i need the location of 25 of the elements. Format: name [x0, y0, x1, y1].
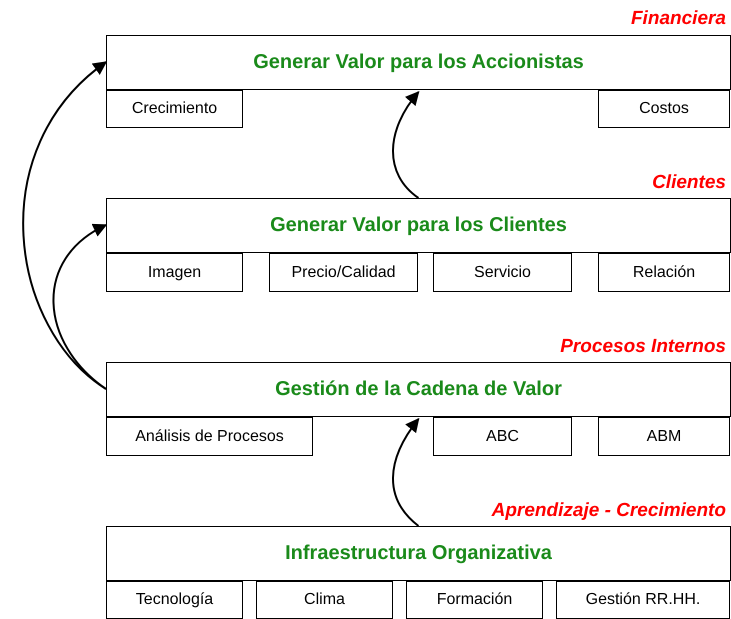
arrow — [52, 224, 108, 390]
perspective-heading: Financiera — [630, 8, 726, 30]
factor-box: Costos — [598, 90, 730, 128]
objective-title: Gestión de la Cadena de Valor — [275, 378, 562, 401]
factor-box: Relación — [598, 253, 730, 292]
factor-box: Formación — [406, 581, 543, 619]
perspective-heading: Procesos Internos — [560, 336, 726, 358]
perspective-heading: Aprendizaje - Crecimiento — [492, 500, 726, 522]
factor-box: Análisis de Procesos — [106, 417, 313, 456]
factor-box: Tecnología — [106, 581, 243, 619]
arrow — [22, 61, 108, 390]
arrow — [392, 90, 420, 199]
factor-box: Precio/Calidad — [269, 253, 418, 292]
objective-title: Generar Valor para los Accionistas — [253, 51, 584, 74]
factor-box: Servicio — [433, 253, 572, 292]
factor-box: Crecimiento — [106, 90, 243, 128]
factor-box: Clima — [256, 581, 393, 619]
arrow — [392, 418, 420, 527]
factor-box: Imagen — [106, 253, 243, 292]
perspective-heading: Clientes — [652, 172, 726, 194]
factor-box: ABM — [598, 417, 730, 456]
objective-title: Infraestructura Organizativa — [285, 542, 552, 565]
objective-title: Generar Valor para los Clientes — [270, 214, 567, 237]
factor-box: Gestión RR.HH. — [556, 581, 730, 619]
factor-box: ABC — [433, 417, 572, 456]
